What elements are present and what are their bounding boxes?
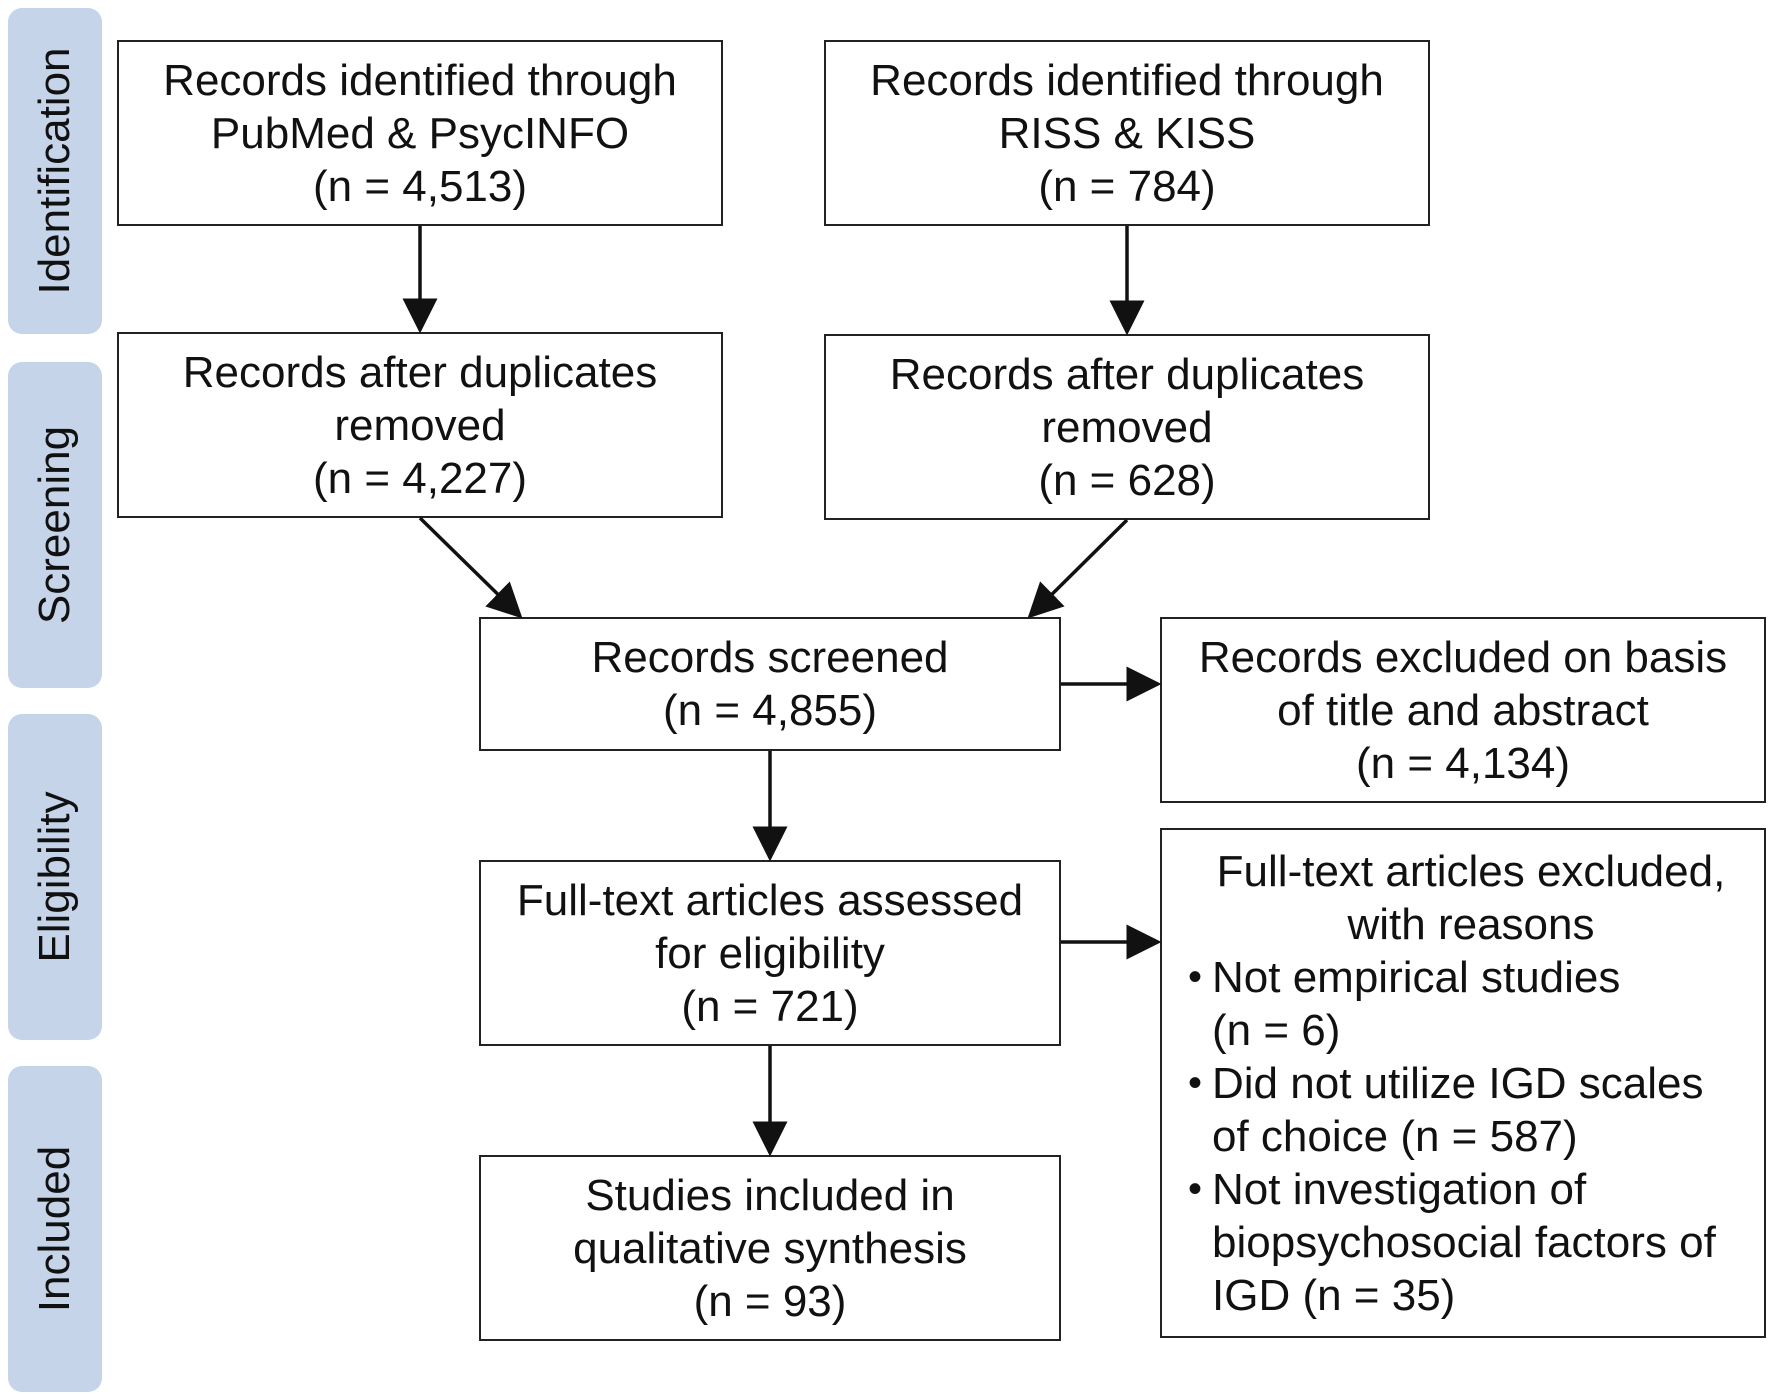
box-fulltext-excluded: Full-text articles excluded, with reason… xyxy=(1160,828,1766,1338)
box-excluded-title-line-2: of title and abstract xyxy=(1277,685,1649,735)
reason-1-line-1: Not empirical studies xyxy=(1212,952,1621,1002)
box-fulltext-assessed: Full-text articles assessed for eligibil… xyxy=(479,860,1061,1046)
box-screened-line-1: Records screened xyxy=(591,633,949,682)
box-fulltext-excluded-title-2: with reasons xyxy=(1347,899,1595,949)
box-included-count: (n = 93) xyxy=(693,1276,847,1326)
box-fulltext-line-1: Full-text articles assessed xyxy=(516,875,1024,925)
phase-identification: Identification xyxy=(8,8,102,334)
box-records-screened: Records screened (n = 4,855) xyxy=(479,617,1061,751)
box-excluded-title-abstract: Records excluded on basis of title and a… xyxy=(1160,617,1766,803)
reason-1-line-2: (n = 6) xyxy=(1212,1005,1341,1055)
box-fulltext-excluded-title-1: Full-text articles excluded, xyxy=(1216,846,1726,896)
reason-item: • Not investigation of biopsychosocial f… xyxy=(1188,1163,1716,1322)
box-dedup-right-line-2: removed xyxy=(1041,402,1213,452)
box-dedup-left-line-1: Records after duplicates xyxy=(182,347,658,397)
box-screened-count: (n = 4,855) xyxy=(662,686,878,735)
box-dedup-left: Records after duplicates removed (n = 4,… xyxy=(117,332,723,518)
phase-included: Included xyxy=(8,1066,102,1392)
reason-3-line-2: biopsychosocial factors of xyxy=(1212,1217,1716,1267)
reason-item: • Did not utilize IGD scales of choice (… xyxy=(1188,1057,1704,1163)
phase-screening: Screening xyxy=(8,362,102,688)
reason-3-line-1: Not investigation of xyxy=(1212,1164,1587,1214)
box-pubmed-psycinfo: Records identified through PubMed & Psyc… xyxy=(117,40,723,226)
box-excluded-title-line-1: Records excluded on basis xyxy=(1198,632,1728,682)
box-included-line-1: Studies included in xyxy=(585,1170,955,1220)
box-riss-kiss: Records identified through RISS & KISS (… xyxy=(824,40,1430,226)
box-fulltext-count: (n = 721) xyxy=(681,981,859,1031)
box-riss-line-2: RISS & KISS xyxy=(998,108,1256,158)
arrow-dedup-right-to-screened xyxy=(1027,518,1129,619)
box-riss-line-1: Records identified through xyxy=(870,55,1384,105)
reason-2-line-1: Did not utilize IGD scales xyxy=(1212,1058,1704,1108)
box-studies-included: Studies included in qualitative synthesi… xyxy=(479,1155,1061,1341)
arrow-dedup-left-to-screened xyxy=(418,516,523,619)
reason-item: • Not empirical studies (n = 6) xyxy=(1188,951,1620,1057)
reason-3-line-3: IGD (n = 35) xyxy=(1212,1270,1456,1320)
box-dedup-left-count: (n = 4,227) xyxy=(312,453,528,503)
box-pubmed-line-2: PubMed & PsycINFO xyxy=(210,108,630,158)
box-pubmed-line-1: Records identified through xyxy=(163,55,677,105)
box-riss-count: (n = 784) xyxy=(1038,161,1216,211)
box-dedup-right: Records after duplicates removed (n = 62… xyxy=(824,334,1430,520)
phase-eligibility: Eligibility xyxy=(8,714,102,1040)
box-excluded-title-count: (n = 4,134) xyxy=(1355,738,1571,788)
bullet-icon: • xyxy=(1188,954,1203,999)
box-dedup-right-line-1: Records after duplicates xyxy=(889,349,1365,399)
box-dedup-left-line-2: removed xyxy=(334,400,506,450)
box-fulltext-line-2: for eligibility xyxy=(655,928,885,978)
box-included-line-2: qualitative synthesis xyxy=(573,1223,967,1273)
bullet-icon: • xyxy=(1188,1166,1203,1211)
box-dedup-right-count: (n = 628) xyxy=(1038,455,1216,505)
bullet-icon: • xyxy=(1188,1060,1203,1105)
reason-2-line-2: of choice (n = 587) xyxy=(1212,1111,1578,1161)
box-pubmed-count: (n = 4,513) xyxy=(312,161,528,211)
